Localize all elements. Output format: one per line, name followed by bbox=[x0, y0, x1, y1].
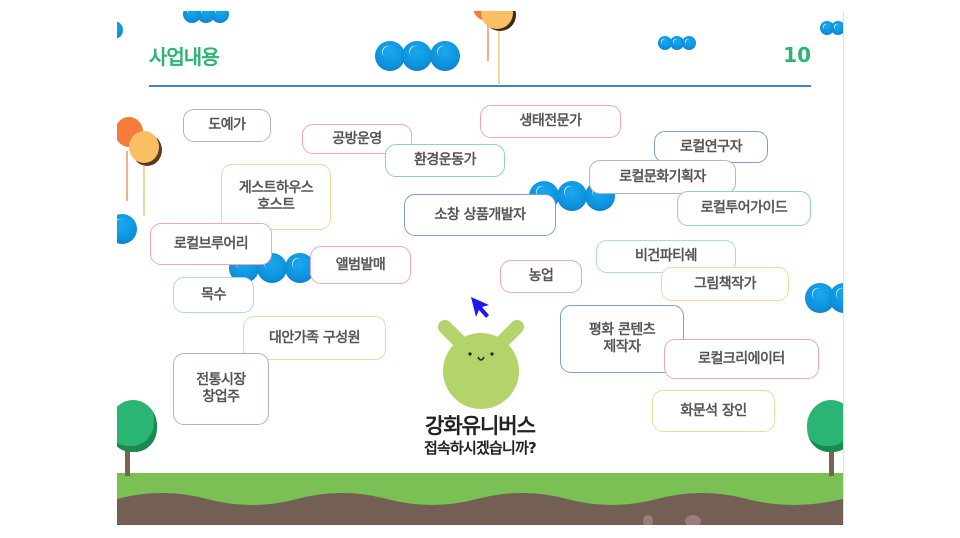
tag-agriculture: 농업 bbox=[500, 260, 582, 293]
tag-ecologist: 생태전문가 bbox=[480, 105, 621, 138]
tag-alternative-family: 대안가족 구성원 bbox=[243, 316, 386, 360]
cta-subtitle: 접속하시겠습니까? bbox=[424, 439, 537, 457]
decor-blue-ball-edge-left bbox=[117, 21, 123, 39]
tag-album-release: 앨범발매 bbox=[310, 246, 411, 284]
mouse-cursor-icon bbox=[471, 297, 489, 318]
cta-title: 강화유니버스 bbox=[425, 414, 536, 438]
tag-local-brewery: 로컬브루어리 bbox=[150, 223, 272, 265]
tag-picture-book-author: 그림책작가 bbox=[661, 267, 789, 301]
mascot-character bbox=[438, 320, 524, 409]
tag-environmentalist: 환경운동가 bbox=[385, 144, 505, 177]
tag-guesthouse-host: 게스트하우스 호스트 bbox=[221, 164, 331, 230]
tag-local-culture-planner: 로컬문화기획자 bbox=[589, 160, 736, 194]
header-divider bbox=[149, 85, 811, 87]
dirt-ground bbox=[117, 493, 843, 525]
tag-market-founder: 전통시장 창업주 bbox=[173, 353, 269, 425]
decor-blue-ball-left-edge bbox=[117, 214, 137, 244]
page-title: 사업내용 bbox=[149, 45, 220, 69]
tag-sochang-product-developer: 소창 상품개발자 bbox=[404, 194, 556, 236]
tag-carpenter: 목수 bbox=[173, 277, 254, 313]
slide-canvas: 사업내용 10 도예가 공방운영 생태전문가 환경운동가 로컬연구자 게스트하우… bbox=[117, 11, 844, 525]
tag-hwamunseok-artisan: 화문석 장인 bbox=[652, 390, 775, 432]
tag-potter: 도예가 bbox=[183, 109, 271, 142]
page-number: 10 bbox=[783, 43, 811, 67]
tag-local-researcher: 로컬연구자 bbox=[654, 131, 768, 163]
tag-local-creator: 로컬크리에이터 bbox=[664, 339, 819, 379]
tag-local-tour-guide: 로컬투어가이드 bbox=[677, 191, 811, 226]
tag-peace-content-creator: 평화 콘텐츠 제작자 bbox=[560, 305, 684, 373]
